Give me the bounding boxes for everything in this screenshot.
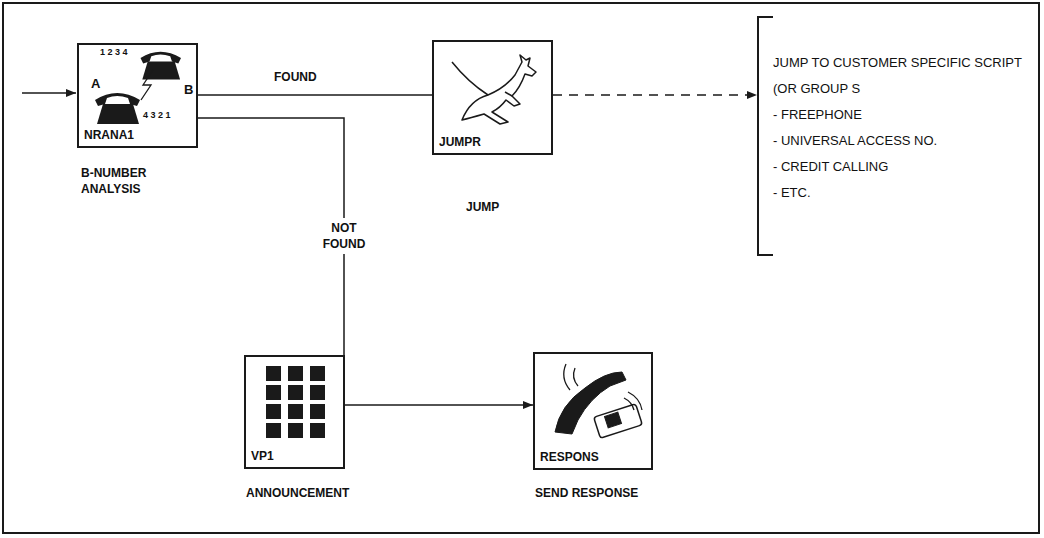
process-box: NRANA1B-NUMBER ANALYSIS	[77, 43, 198, 148]
note-item: - FREEPHONE	[773, 102, 1023, 128]
box-caption: ANNOUNCEMENT	[246, 485, 349, 501]
note-item: - CREDIT CALLING	[773, 154, 1023, 180]
process-box: RESPONSSEND RESPONSE	[533, 352, 653, 470]
connector	[198, 94, 432, 96]
process-box: JUMPRJUMP	[432, 40, 553, 155]
box-caption: JUMP	[466, 199, 499, 215]
edge-label: NOT FOUND	[313, 218, 375, 254]
handset-icon	[555, 364, 642, 438]
telephone-icon	[95, 93, 140, 124]
bracket-tick	[757, 16, 773, 18]
note-item: - UNIVERSAL ACCESS NO.	[773, 128, 1023, 154]
phone-label: B	[184, 82, 193, 98]
frame	[3, 3, 1039, 533]
box-caption: SEND RESPONSE	[535, 485, 638, 501]
kangaroo-icon	[452, 55, 536, 124]
digit-sequence: 1 2 3 4	[100, 47, 128, 58]
note-item: - ETC.	[773, 180, 1023, 206]
phone-label: A	[91, 76, 100, 92]
lightning-symbol	[141, 70, 153, 100]
bracket-note: JUMP TO CUSTOMER SPECIFIC SCRIPT (OR GRO…	[757, 16, 1029, 256]
connector	[553, 94, 757, 96]
box-name: RESPONS	[540, 450, 599, 464]
box-name: JUMPR	[439, 135, 481, 149]
edge-label: FOUND	[271, 67, 320, 87]
input-arrow	[22, 92, 76, 94]
keypad-icon	[266, 366, 325, 438]
box-caption: B-NUMBER ANALYSIS	[81, 165, 181, 197]
digit-sequence: 4 3 2 1	[143, 110, 171, 121]
box-name: NRANA1	[84, 128, 134, 142]
process-box: VP1ANNOUNCEMENT	[244, 355, 345, 469]
note-heading: JUMP TO CUSTOMER SPECIFIC SCRIPT (OR GRO…	[773, 50, 1023, 102]
connector	[345, 404, 533, 406]
telephone-icon	[141, 52, 182, 80]
bracket-tick	[757, 254, 773, 256]
box-name: VP1	[251, 449, 274, 463]
